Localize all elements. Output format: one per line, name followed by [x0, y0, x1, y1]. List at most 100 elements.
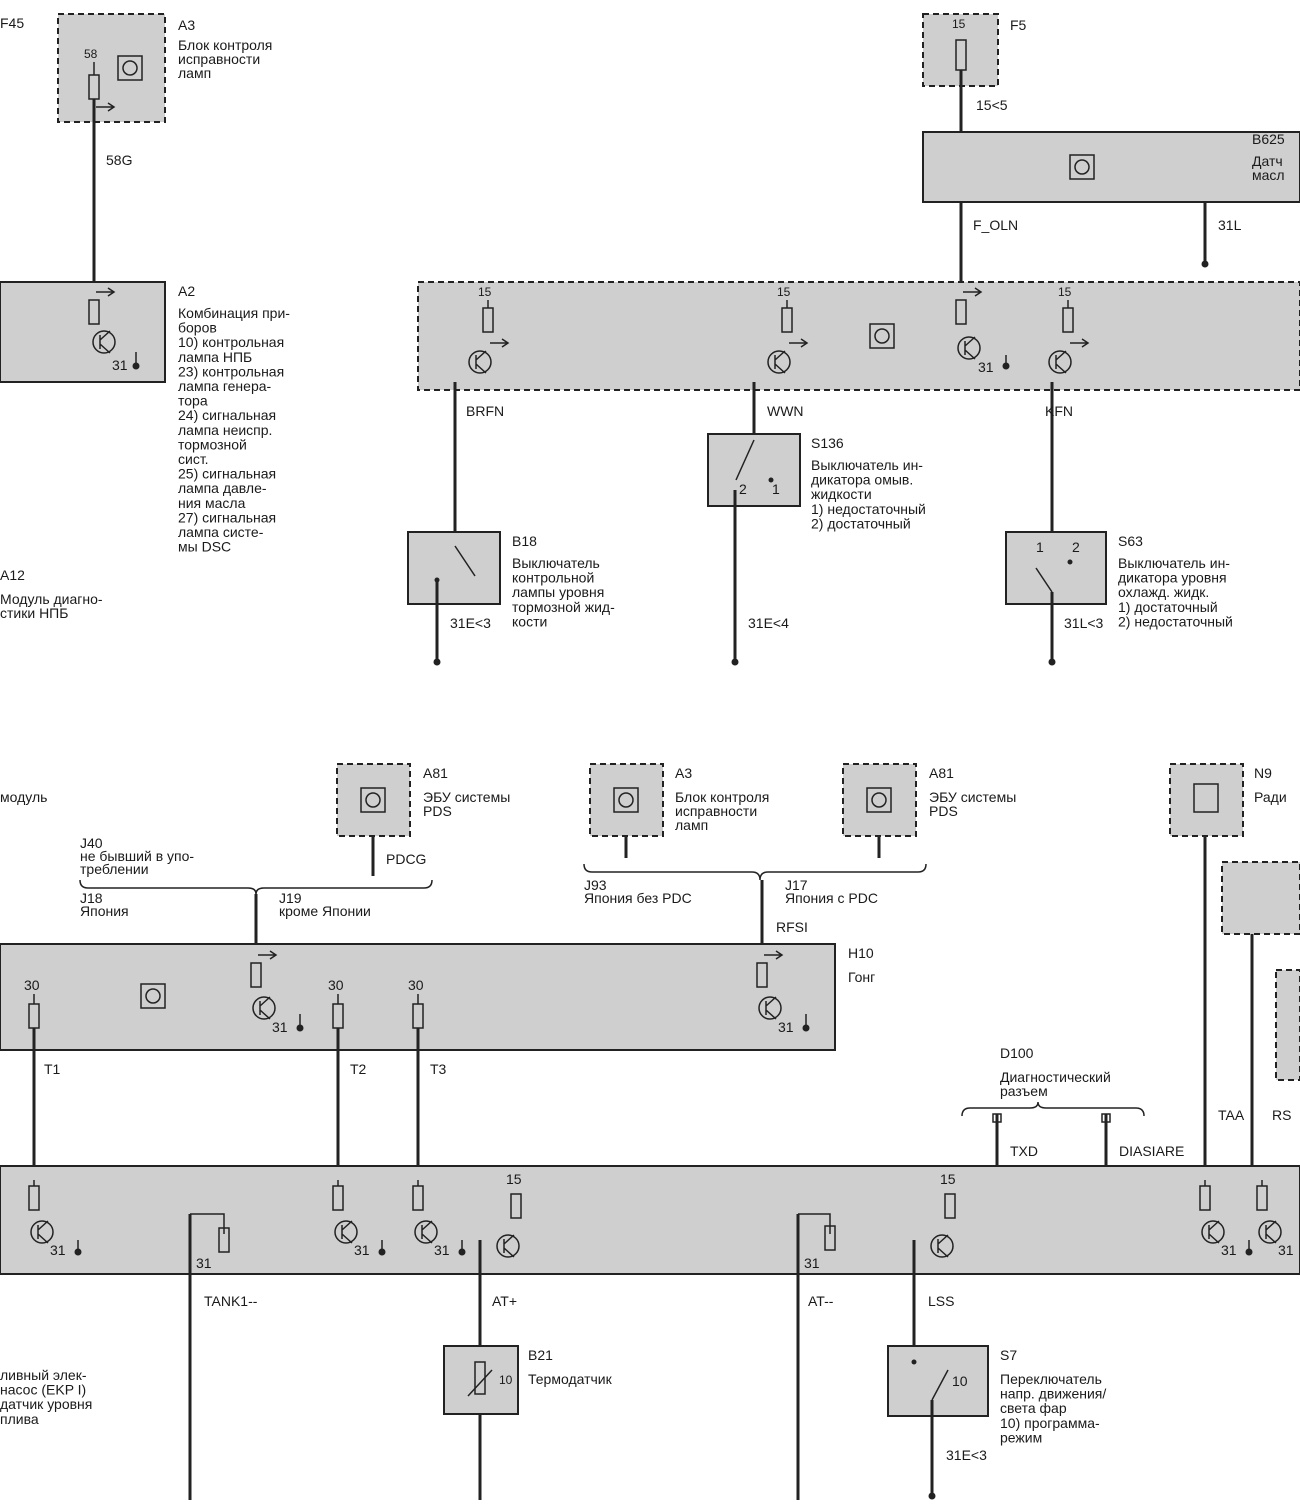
label-wire-15-5: 15<5 [976, 97, 1008, 113]
label-wire-atm: AT-- [808, 1293, 834, 1309]
label-ekp-line-2: датчик уровня [0, 1396, 92, 1412]
b21-mark: 10 [499, 1373, 513, 1387]
component-n9 [1169, 763, 1244, 837]
a3-ecu-icon [117, 55, 143, 81]
label-j40-line-2: треблении [80, 861, 149, 877]
label-ekp-line-1: насос (EKP I) [0, 1382, 86, 1398]
label-a3-desc-line-0: Блок контроля [178, 37, 272, 53]
cluster-transistor-1 [767, 350, 791, 374]
cluster-arrow-1 [789, 338, 809, 348]
label-a3-desc-line-1: исправности [178, 51, 260, 67]
h10-gnd-31-a: 31 [272, 1019, 288, 1035]
label-wire-t3: T3 [430, 1061, 447, 1077]
cluster-resistor-2 [1062, 307, 1074, 333]
component-b625 [922, 131, 1300, 203]
label-s136-gnd: 31E<4 [748, 615, 789, 631]
h10-pin-30-1: 30 [328, 977, 344, 993]
label-j19-line-1: кроме Японии [279, 903, 371, 919]
label-ekp-line-3: плива [0, 1411, 39, 1427]
label-s7-desc-line-4: режим [1000, 1429, 1042, 1445]
bus-resistor-2 [412, 1185, 424, 1211]
bus-gnd-0 [74, 1248, 82, 1256]
label-a2-desc-line-13: ния масла [178, 495, 246, 511]
h10-ecu-icon-ring [145, 988, 161, 1004]
bus-transistor-atp-legs [503, 1234, 515, 1258]
label-module: модуль [0, 789, 47, 805]
cluster-arrow-foln [963, 287, 983, 297]
label-wire-diasiare: DIASIARE [1119, 1143, 1184, 1159]
label-wire-lss: LSS [928, 1293, 954, 1309]
label-d100-id: D100 [1000, 1045, 1034, 1061]
s7-contact [911, 1359, 917, 1365]
bus-transistor-1-legs [341, 1220, 353, 1244]
label-wire-pdcg: PDCG [386, 851, 426, 867]
a3-arrow [96, 102, 116, 112]
bus-resistor-atm [824, 1225, 836, 1251]
label-j40-line-1: не бывший в упо- [80, 848, 194, 864]
label-a81-left-desc-line-0: ЭБУ системы [423, 789, 510, 805]
component-right-small [1275, 969, 1300, 1081]
bus-gnd-31-4: 31 [1278, 1242, 1294, 1258]
b18-switch [454, 545, 476, 577]
s63-switch [1035, 567, 1053, 593]
bus-gnd-31-0: 31 [50, 1242, 66, 1258]
label-a2-desc-line-9: тормозной [178, 436, 247, 452]
label-b18-gnd: 31E<3 [450, 615, 491, 631]
h10-transistor-rfsi [758, 996, 782, 1020]
label-s63-id: S63 [1118, 533, 1143, 549]
label-b18-desc-line-2: лампы уровня [512, 584, 604, 600]
label-a2-desc-line-10: сист. [178, 451, 209, 467]
label-wire-t1: T1 [44, 1061, 61, 1077]
a81-right-ecu-icon [866, 787, 892, 813]
label-f45: F45 [0, 15, 24, 31]
label-a2-desc-line-16: мы DSC [178, 539, 231, 555]
label-s63-desc-line-4: 2) недостаточный [1118, 613, 1233, 629]
component-s136 [707, 433, 801, 507]
label-a81-left-id: A81 [423, 765, 448, 781]
cluster-transistor-0 [468, 350, 492, 374]
label-a81-right-id: A81 [929, 765, 954, 781]
label-j93-line-0: J93 [584, 877, 607, 893]
label-wire-31l: 31L [1218, 217, 1242, 233]
component-a2 [0, 281, 166, 383]
b625-gnd [1201, 260, 1209, 268]
brace-d100 [961, 1101, 1145, 1117]
s136-contact [768, 477, 774, 483]
label-wire-58g: 58G [106, 152, 132, 168]
h10-pin-30-2: 30 [408, 977, 424, 993]
b625-ecu-icon-ring [1074, 159, 1090, 175]
label-a3-bottom-desc-line-1: исправности [675, 803, 757, 819]
component-s7 [887, 1345, 989, 1417]
a2-transistor-legs [99, 330, 111, 354]
bus-transistor-lss-legs [937, 1234, 949, 1258]
bus-resistor-atp [510, 1193, 522, 1219]
bus-transistor-atp [496, 1234, 520, 1258]
cluster-transistor-2 [1048, 350, 1072, 374]
label-s7-desc-line-1: напр. движения/ [1000, 1386, 1106, 1402]
label-d100-desc-line-1: разъем [1000, 1083, 1048, 1099]
label-s7-gnd: 31E<3 [946, 1447, 987, 1463]
label-a2-id: A2 [178, 283, 195, 299]
label-a12-desc-line-0: Модуль диагно- [0, 591, 103, 607]
label-a2-desc-line-0: Комбинация при- [178, 305, 290, 321]
label-a2-desc-line-11: 25) сигнальная [178, 466, 276, 482]
bus-pin-15-lss: 15 [940, 1171, 956, 1187]
label-a12-id: A12 [0, 567, 25, 583]
label-b21-id: B21 [528, 1347, 553, 1363]
label-wire-txd: TXD [1010, 1143, 1038, 1159]
label-a2-desc-line-2: 10) контрольная [178, 334, 284, 350]
cluster-transistor-foln-legs [964, 336, 976, 360]
label-b625-desc-line-1: масл [1252, 167, 1285, 183]
a2-resistor [88, 299, 100, 325]
label-n9-id: N9 [1254, 765, 1272, 781]
s136-pin-2: 2 [739, 481, 747, 497]
label-j93-line-1: Япония без PDC [584, 890, 692, 906]
label-s63-gnd: 31L<3 [1064, 615, 1104, 631]
h10-gnd-31-b: 31 [778, 1019, 794, 1035]
label-s7-desc-line-2: света фар [1000, 1400, 1067, 1416]
label-a2-desc-line-4: 23) контрольная [178, 363, 284, 379]
label-a81-left-desc-line-1: PDS [423, 803, 452, 819]
label-a2-desc-line-1: боров [178, 320, 217, 336]
brace-j40 [79, 879, 433, 895]
